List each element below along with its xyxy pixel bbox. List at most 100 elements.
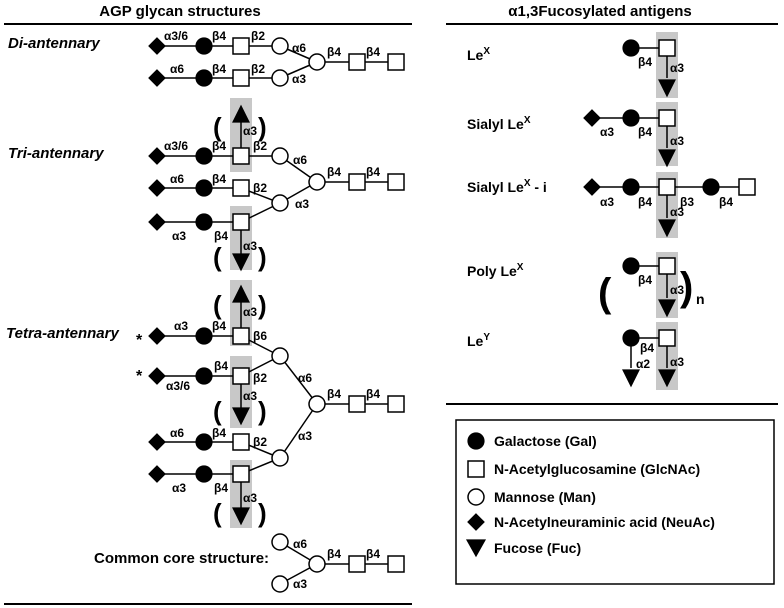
galactose-circle	[195, 147, 213, 165]
galactose-circle	[195, 327, 213, 345]
galactose-circle	[702, 178, 720, 196]
galactose-circle	[195, 179, 213, 197]
neuac-diamond	[148, 69, 166, 87]
linkage-label: α6	[293, 153, 307, 167]
linkage-label: β2	[253, 371, 267, 385]
linkage-label: β4	[719, 195, 733, 209]
neuac-diamond	[148, 367, 166, 385]
galactose-circle	[622, 257, 640, 275]
glcnac-square	[348, 173, 366, 191]
galactose-circle	[195, 69, 213, 87]
linkage-label: α3	[670, 61, 684, 75]
linkage-label: α3	[670, 283, 684, 297]
linkage-label: α3	[174, 319, 188, 333]
galactose-circle	[195, 465, 213, 483]
agp-glycan-structures: α3/6 α6 β4 β4 β2 β2 α6 α3 β4 β4 ( ) ( )	[148, 29, 405, 593]
paren-left: (	[213, 498, 222, 528]
antigen-label-sialyl-lex-i: Sialyl LeX - i	[467, 178, 547, 195]
linkage-label: β2	[253, 435, 267, 449]
glcnac-square	[658, 39, 676, 57]
neuac-diamond	[148, 147, 166, 165]
tetra-marker-1: *	[136, 332, 143, 349]
linkage-label: β4	[214, 229, 228, 243]
fucose-triangle	[658, 219, 676, 238]
repeat-subscript: n	[696, 291, 705, 307]
glcnac-square	[232, 37, 250, 55]
paren-left: (	[213, 242, 222, 272]
linkage-label: β4	[212, 139, 226, 153]
linkage-label: β4	[212, 426, 226, 440]
mannose-circle	[271, 533, 289, 551]
tetra-marker-2: *	[136, 368, 143, 385]
fucose-triangle	[465, 539, 487, 558]
linkage-label: β4	[366, 45, 380, 59]
legend-label-mannose: Mannose (Man)	[494, 489, 596, 505]
linkage-label: β4	[327, 547, 341, 561]
fucose-triangle	[232, 253, 250, 272]
linkage-label: β4	[638, 195, 652, 209]
fucose-triangle	[658, 299, 676, 318]
linkage-label: α3	[295, 197, 309, 211]
linkage-label: α3	[172, 481, 186, 495]
neuac-diamond	[583, 109, 601, 127]
linkage-label: α3	[670, 205, 684, 219]
linkage-label: β4	[638, 125, 652, 139]
mannose-circle	[271, 37, 289, 55]
paren-right: )	[680, 265, 693, 309]
linkage-label: α3	[243, 239, 257, 253]
galactose-circle	[622, 178, 640, 196]
paren-right: )	[258, 290, 267, 320]
linkage-label: α3/6	[166, 379, 190, 393]
linkage-label: α2	[636, 357, 650, 371]
neuac-diamond	[148, 37, 166, 55]
glcnac-square	[658, 257, 676, 275]
linkage-label: α3	[243, 305, 257, 319]
linkage-label: α3	[600, 125, 614, 139]
galactose-circle	[467, 432, 485, 450]
linkage-label: α3	[243, 389, 257, 403]
legend-label-neuac: N-Acetylneuraminic acid (NeuAc)	[494, 514, 715, 530]
di-antennary-structure: α3/6 α6 β4 β4 β2 β2 α6 α3 β4 β4	[148, 29, 405, 87]
linkage-label: β4	[327, 387, 341, 401]
di-antennary-label: Di-antennary	[8, 35, 100, 52]
galactose-circle	[622, 329, 640, 347]
fucose-triangle	[232, 407, 250, 426]
mannose-circle	[271, 194, 289, 212]
fucose-triangle	[658, 369, 676, 388]
fucose-triangle	[622, 369, 640, 388]
linkage-label: β4	[638, 273, 652, 287]
right-panel-title: α1,3Fucosylated antigens	[508, 3, 691, 20]
common-core-label: Common core structure:	[94, 550, 269, 567]
tri-antennary-label: Tri-antennary	[8, 145, 104, 162]
linkage-label: α6	[170, 172, 184, 186]
linkage-label: α3/6	[164, 29, 188, 43]
glcnac-square	[467, 460, 485, 478]
galactose-circle	[195, 37, 213, 55]
fucose-triangle	[658, 149, 676, 168]
fucose-triangle	[232, 507, 250, 526]
paren-right: )	[258, 242, 267, 272]
antigen-label-sialyl-lex: Sialyl LeX	[467, 115, 531, 132]
mannose-circle	[308, 395, 326, 413]
linkage-label: β4	[212, 172, 226, 186]
glcnac-square	[232, 179, 250, 197]
antigen-label-ley: LeY	[467, 332, 490, 349]
linkage-label: β4	[212, 62, 226, 76]
linkage-label: β4	[214, 359, 228, 373]
glcnac-square	[232, 465, 250, 483]
linkage-label: α3	[293, 577, 307, 591]
tri-antennary-structure: ( ) ( ) α3 α3	[148, 98, 405, 272]
paren-left: (	[213, 396, 222, 426]
linkage-label: β2	[251, 62, 265, 76]
tetra-antennary-label: Tetra-antennary	[6, 325, 119, 342]
linkage-label: β4	[327, 165, 341, 179]
linkage-label: β4	[640, 341, 654, 355]
linkage-label: β4	[366, 165, 380, 179]
paren-left: (	[213, 112, 222, 142]
linkage-label: β2	[253, 181, 267, 195]
galactose-circle	[195, 433, 213, 451]
mannose-circle	[467, 488, 485, 506]
galactose-circle	[622, 109, 640, 127]
galactose-circle	[622, 39, 640, 57]
